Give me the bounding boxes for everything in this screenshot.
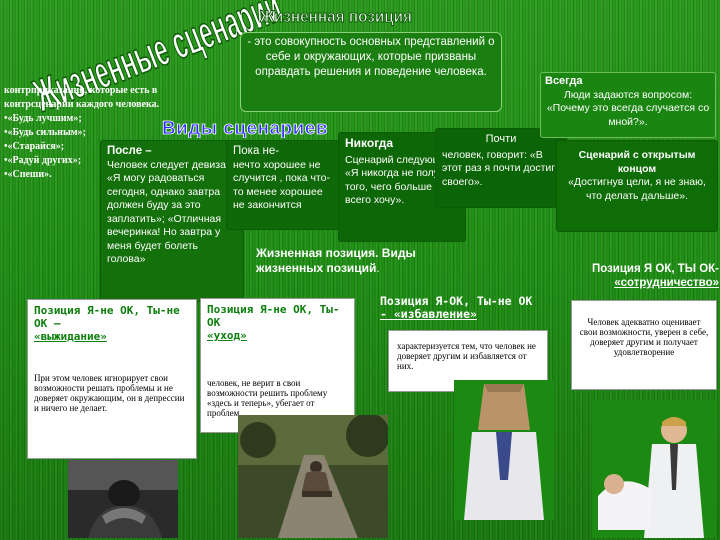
counter-intro-line2: контрсценарии каждого человека. — [4, 99, 160, 110]
photo-businessmen — [592, 400, 716, 538]
scenario-pochti-text: человек, говорит: «В этот раз я почти до… — [442, 148, 556, 188]
position-notok-notok-subtitle: «выжидание» — [34, 330, 107, 343]
position-ok-ok-subtitle: «сотрудничество» — [614, 277, 719, 289]
scenario-pochti-card: Почти человек, говорит: «В этот раз я по… — [435, 128, 567, 208]
definition-box: - это совокупность основных представлени… — [240, 32, 502, 112]
position-notok-ok-text: человек, не верит в свои возможности реш… — [207, 378, 328, 418]
scenario-vsegda-heading: Всегда — [545, 75, 583, 87]
position-title-text: Жизненная позиция — [259, 7, 412, 26]
counter-scenarios-list: контрприказания, которые есть в контрсце… — [4, 84, 219, 182]
scenario-poka-card: Пока не- нечто хорошее не случится , пок… — [226, 140, 339, 230]
scenario-poka-text: нечто хорошее не случится , пока что-то … — [233, 158, 330, 212]
scenario-vsegda-card: Всегда Люди задаются вопросом: «Почему э… — [540, 72, 716, 138]
scenario-posle-heading: После – — [107, 145, 152, 157]
scenario-nikogda-heading: Никогда — [345, 136, 394, 150]
position-ok-notok-heading: Позиция Я-ОК, Ты-не ОК - «избавление» — [380, 295, 560, 321]
scenario-nikogda-card: Никогда Сценарий следующий: «Я никогда н… — [338, 132, 466, 242]
positions-section-title-dot: . — [376, 261, 380, 275]
types-heading: Виды сценариев — [160, 116, 335, 143]
counter-item: •«Старайся»; — [4, 141, 65, 152]
position-notok-ok-subtitle: «уход» — [207, 329, 247, 342]
scenario-open-heading-line1: Сценарий с открытым — [578, 149, 696, 161]
counter-item: •«Спеши». — [4, 169, 52, 180]
position-notok-notok-card: Позиция Я-не ОК, Ты-не ОК – «выжидание» … — [27, 299, 197, 459]
scenario-nikogda-text: Сценарий следующий: «Я никогда не получу… — [345, 153, 456, 207]
position-notok-ok-title: Позиция Я-не ОК, Ты- ОК — [207, 303, 340, 329]
definition-text: - это совокупность основных представлени… — [247, 36, 495, 78]
position-notok-ok-card: Позиция Я-не ОК, Ты- ОК «уход» человек, … — [200, 298, 355, 433]
scenario-vsegda-text: Люди задаются вопросом: «Почему это всег… — [546, 88, 710, 128]
scenario-open-heading-line2: концом — [617, 162, 657, 175]
position-notok-notok-text: При этом человек игнорирует свои возможн… — [34, 373, 185, 413]
scenario-posle-text: Человек следует девизам: «Я могу радоват… — [107, 158, 237, 266]
position-ok-notok-title: Позиция Я-ОК, Ты-не ОК — [380, 294, 533, 308]
positions-section-title-text: Жизненная позиция. Виды жизненных позици… — [256, 246, 416, 275]
counter-intro-line1: контрприказания, которые есть в — [4, 85, 158, 96]
counter-item: •«Будь лучшим»; — [4, 113, 82, 124]
positions-section-title: Жизненная позиция. Виды жизненных позици… — [256, 246, 476, 276]
scenario-open-text: «Достигнув цели, я не знаю, что делать д… — [568, 176, 706, 202]
position-ok-ok-text: Человек адекватно оценивает свои возможн… — [579, 317, 709, 357]
scenario-open-card: Сценарий с открытым концом «Достигнув це… — [556, 140, 718, 232]
position-title: Жизненная позиция — [258, 2, 418, 27]
position-ok-ok-title: Позиция Я ОК, ТЫ ОК- — [591, 263, 719, 275]
scenario-poka-heading: Пока не- — [233, 145, 280, 157]
photo-man-on-road — [238, 415, 388, 538]
photo-paper-bag-person — [454, 380, 554, 520]
position-ok-ok-card: Человек адекватно оценивает свои возможн… — [571, 300, 717, 390]
position-ok-ok-heading: Позиция Я ОК, ТЫ ОК- «сотрудничество» — [551, 262, 719, 290]
counter-item: •«Радуй других»; — [4, 155, 82, 166]
position-notok-notok-title: Позиция Я-не ОК, Ты-не ОК – — [34, 304, 180, 330]
types-heading-text: Виды сценариев — [162, 118, 328, 138]
photo-depressed-person — [68, 460, 178, 538]
position-ok-notok-text: характеризуется тем, что человек не дове… — [397, 341, 536, 371]
position-ok-notok-subtitle: - «избавление» — [380, 307, 477, 321]
counter-item: •«Будь сильным»; — [4, 127, 86, 138]
scenario-pochti-heading: Почти — [485, 133, 517, 145]
scenario-posle-card: После – Человек следует девизам: «Я могу… — [100, 140, 244, 302]
